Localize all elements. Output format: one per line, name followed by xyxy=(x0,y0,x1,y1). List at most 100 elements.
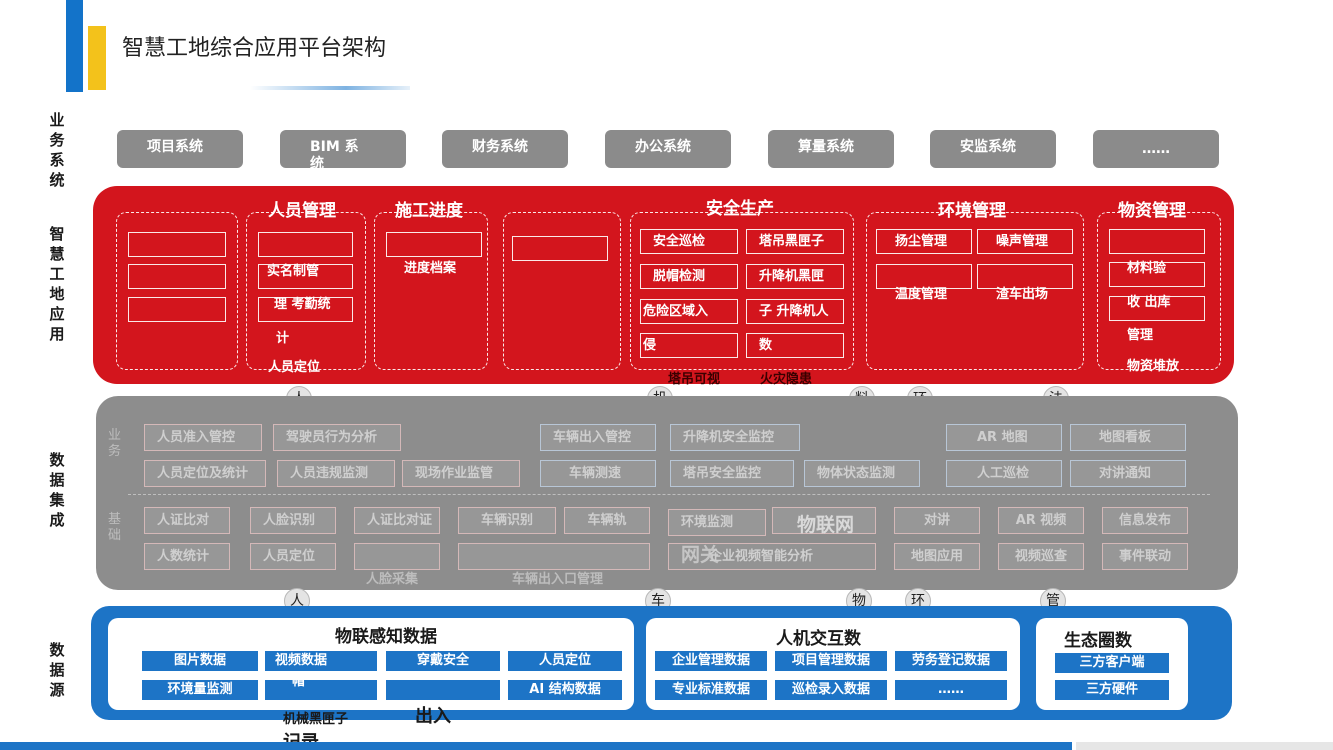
business-system-box: 财务系统 xyxy=(442,130,568,168)
page-title: 智慧工地综合应用平台架构 xyxy=(122,36,387,61)
source-box: 劳务登记数据 xyxy=(895,651,1007,671)
app-item: 计 xyxy=(276,331,290,346)
integration-side-label: 基础 xyxy=(108,512,122,543)
business-system-box: …… xyxy=(1093,130,1219,168)
integration-box: 车辆测速 xyxy=(540,460,656,487)
source-box: 企业管理数据 xyxy=(655,651,767,671)
integration-box: 塔吊安全监控 xyxy=(670,460,794,487)
app-cell xyxy=(977,229,1073,254)
app-cell: 危险区域入 xyxy=(640,299,738,324)
source-box: 专业标准数据 xyxy=(655,680,767,700)
integration-box: 人证比对 xyxy=(144,507,230,534)
app-cell: 侵 xyxy=(640,333,738,358)
app-cell xyxy=(258,232,353,257)
source-card-title: 生态圈数 xyxy=(1064,631,1132,651)
app-item: 渣车出场 xyxy=(996,287,1049,302)
app-item: 物资堆放 xyxy=(1127,359,1180,374)
app-cell: 升降机黑匣 xyxy=(746,264,844,289)
app-item: 收 出库 xyxy=(1127,295,1171,310)
integration-item: 车辆出入口管理 xyxy=(512,572,604,587)
integration-box: 车辆出入管控 xyxy=(540,424,656,451)
app-item: 塔吊可视 xyxy=(668,372,721,387)
app-item: 进度档案 xyxy=(404,261,457,276)
business-system-box: BIM 系统 xyxy=(280,130,406,172)
footer-bar-light xyxy=(1076,742,1333,750)
integration-box: 对讲 xyxy=(894,507,980,534)
header-accent-blue xyxy=(66,0,83,92)
source-item: 出入 xyxy=(415,706,451,727)
integration-box: 人员定位及统计 xyxy=(144,460,266,487)
app-item: 火灾隐患 xyxy=(760,372,813,387)
integration-box: 升降机安全监控 xyxy=(670,424,800,451)
layer-label-business: 业务系统 xyxy=(49,111,65,189)
app-group-title: 施工进度 xyxy=(395,201,463,221)
app-item: 人员定位 xyxy=(268,360,321,375)
integration-box: 企业视频智能分析 xyxy=(668,543,876,570)
source-card-title: 人机交互数 xyxy=(776,629,861,649)
integration-box: 人员准入管控 xyxy=(144,424,262,451)
source-box: 三方客户端 xyxy=(1055,653,1169,673)
app-group-blank xyxy=(503,212,621,370)
integration-box: 地图应用 xyxy=(894,543,980,570)
app-cell xyxy=(1109,229,1205,254)
app-cell xyxy=(128,297,226,322)
integration-box: 车辆轨 xyxy=(564,507,650,534)
title-underline xyxy=(250,86,410,90)
integration-box: 人证比对证 xyxy=(354,507,440,534)
integration-box xyxy=(458,543,650,570)
app-group-environment xyxy=(866,212,1084,370)
source-box: 巡检录入数据 xyxy=(775,680,887,700)
integration-box: 环境监测 xyxy=(668,509,766,536)
integration-side-label: 业务 xyxy=(108,428,122,459)
app-cell: 塔吊黑匣子 xyxy=(746,229,844,254)
source-box: …… xyxy=(895,680,1007,700)
gateway-label: 网关 xyxy=(681,544,720,566)
footer-bar xyxy=(0,742,1072,750)
app-group-title: 安全生产 xyxy=(706,199,774,219)
integration-box: 地图看板 xyxy=(1070,424,1186,451)
integration-box: 物体状态监测 xyxy=(804,460,920,487)
integration-box: 人脸识别 xyxy=(250,507,336,534)
integration-box: 对讲通知 xyxy=(1070,460,1186,487)
source-box: AI 结构数据 xyxy=(508,680,622,700)
layer-label-app: 智慧工地应用 xyxy=(49,225,65,343)
app-group-blank xyxy=(116,212,238,370)
integration-box xyxy=(772,507,876,534)
app-item: 扬尘管理 xyxy=(895,234,948,249)
source-box: 三方硬件 xyxy=(1055,680,1169,700)
integration-box: 人数统计 xyxy=(144,543,230,570)
source-box: 环境量监测 xyxy=(142,680,258,700)
app-cell: 脱帽检测 xyxy=(640,264,738,289)
app-cell xyxy=(977,264,1073,289)
app-item: 管理 xyxy=(1127,328,1154,343)
app-item: 实名制管 xyxy=(267,264,320,279)
integration-box: 视频巡查 xyxy=(998,543,1084,570)
integration-box xyxy=(354,543,440,570)
integration-box: 信息发布 xyxy=(1102,507,1188,534)
integration-box: 现场作业监管 xyxy=(402,460,520,487)
source-box: 视频数据 xyxy=(265,651,377,671)
source-box xyxy=(265,680,377,700)
app-item: 材料验 xyxy=(1127,261,1167,276)
source-box: 图片数据 xyxy=(142,651,258,671)
app-cell xyxy=(386,232,482,257)
app-cell xyxy=(128,264,226,289)
app-cell xyxy=(1109,262,1205,287)
app-cell xyxy=(258,297,353,322)
app-layer-panel xyxy=(93,186,1234,384)
app-item: 噪声管理 xyxy=(996,234,1049,249)
integration-box: 驾驶员行为分析 xyxy=(273,424,401,451)
source-box xyxy=(386,680,500,700)
business-system-box: 算量系统 xyxy=(768,130,894,168)
integration-box: 车辆识别 xyxy=(458,507,556,534)
integration-box: AR 视频 xyxy=(998,507,1084,534)
app-group-title: 人员管理 xyxy=(268,201,336,221)
app-group-safety xyxy=(630,212,854,370)
integration-box: 事件联动 xyxy=(1102,543,1188,570)
app-group-title: 物资管理 xyxy=(1118,201,1186,221)
app-group-title: 环境管理 xyxy=(938,201,1006,221)
app-item: 温度管理 xyxy=(895,287,948,302)
app-group-materials xyxy=(1097,212,1221,370)
integration-divider xyxy=(128,494,1210,495)
layer-label-integration: 数据集成 xyxy=(49,451,65,529)
